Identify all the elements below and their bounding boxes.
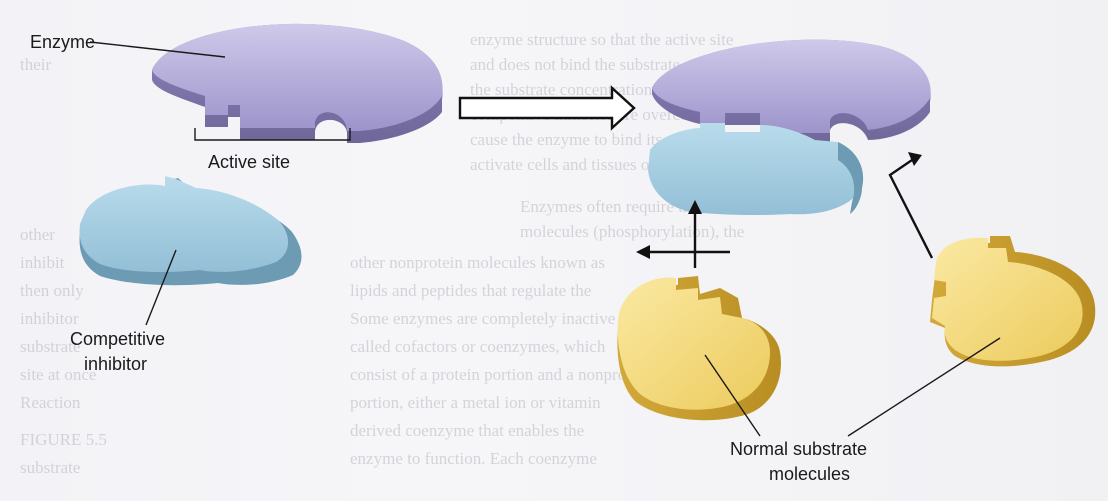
svg-text:called cofactors or coenzymes,: called cofactors or coenzymes, which: [350, 337, 606, 356]
svg-text:enzyme to function. Each coenz: enzyme to function. Each coenzyme: [350, 449, 597, 468]
svg-text:other nonprotein molecules kno: other nonprotein molecules known as: [350, 253, 605, 272]
svg-text:derived coenzyme that enables: derived coenzyme that enables the: [350, 421, 584, 440]
arrow-bent-line: [890, 158, 932, 258]
svg-text:Reaction: Reaction: [20, 393, 81, 412]
substrate-leader-line-2: [848, 338, 1000, 436]
svg-text:lipids and peptides that regul: lipids and peptides that regulate the: [350, 281, 591, 300]
svg-text:portion, either a metal ion or: portion, either a metal ion or vitamin: [350, 393, 601, 412]
svg-text:their: their: [20, 55, 51, 74]
svg-text:Some enzymes are completely in: Some enzymes are completely inactive: [350, 309, 615, 328]
normal-substrate-label-line1: Normal substrate: [730, 439, 867, 459]
enzyme-left: [152, 24, 443, 143]
active-site-label: Active site: [208, 152, 290, 172]
svg-text:inhibit: inhibit: [20, 253, 65, 272]
svg-text:molecules (phosphorylation), t: molecules (phosphorylation), the: [520, 222, 744, 241]
enzyme-label: Enzyme: [30, 32, 95, 52]
substrate-molecule-1: [617, 276, 781, 420]
substrate-molecule-2: [930, 236, 1095, 366]
svg-text:FIGURE 5.5: FIGURE 5.5: [20, 430, 107, 449]
arrow-left-head-icon: [636, 245, 650, 259]
svg-text:then only: then only: [20, 281, 84, 300]
svg-text:enzyme structure so that the a: enzyme structure so that the active site: [470, 30, 733, 49]
enzyme-substrate-complex: [648, 40, 931, 215]
svg-text:consist of a protein portion a: consist of a protein portion and a nonpr…: [350, 365, 652, 384]
competitive-inhibitor-label-line1: Competitive: [70, 329, 165, 349]
competitive-inhibitor-label-line2: inhibitor: [84, 354, 147, 374]
svg-text:other: other: [20, 225, 55, 244]
arrow-bent-head-icon: [908, 152, 922, 166]
svg-text:substrate: substrate: [20, 458, 80, 477]
competitive-inhibitor: [80, 176, 302, 285]
normal-substrate-label-line2: molecules: [769, 464, 850, 484]
svg-text:inhibitor: inhibitor: [20, 309, 79, 328]
